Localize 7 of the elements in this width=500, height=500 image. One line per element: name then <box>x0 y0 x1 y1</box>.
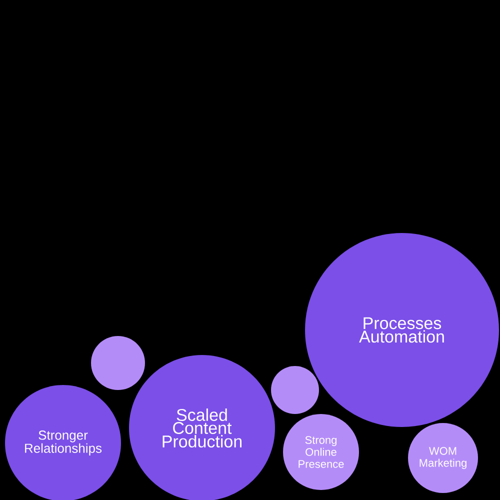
circle-label-bubble: Processes Automation <box>305 233 499 427</box>
bubble <box>271 366 319 414</box>
bubble <box>91 336 145 390</box>
circle-label-bubble: Stronger Relationships <box>5 385 121 500</box>
circle-label-bubble: WOM Marketing <box>408 423 478 493</box>
circle-label-bubble: Strong Online Presence <box>283 414 359 490</box>
circle-label-bubble: Scaled Content Production <box>129 355 275 500</box>
